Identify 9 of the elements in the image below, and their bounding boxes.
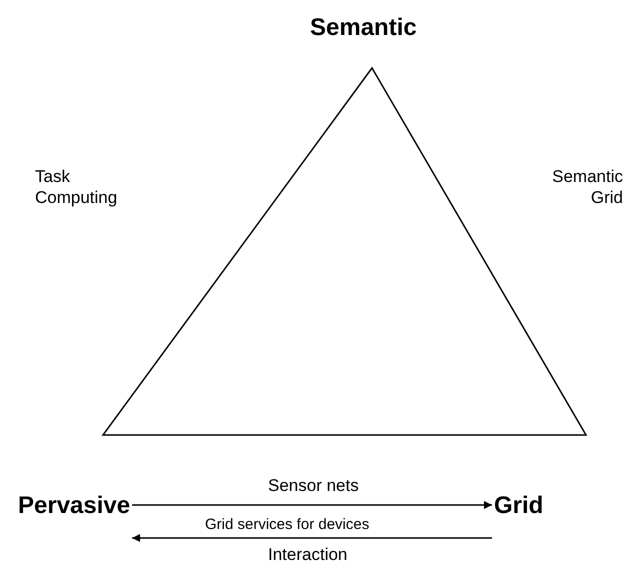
side-label: Semantic Grid [551,166,623,208]
vertex-label: Semantic [310,14,417,42]
vertex-label: Grid [494,492,544,520]
arrow [132,501,492,509]
edge-label: Interaction [268,545,348,562]
vertex-label: Pervasive [18,492,130,520]
arrow [132,534,492,542]
side-label: Grid services for devices [205,515,370,535]
side-label: Task Computing [35,166,118,208]
